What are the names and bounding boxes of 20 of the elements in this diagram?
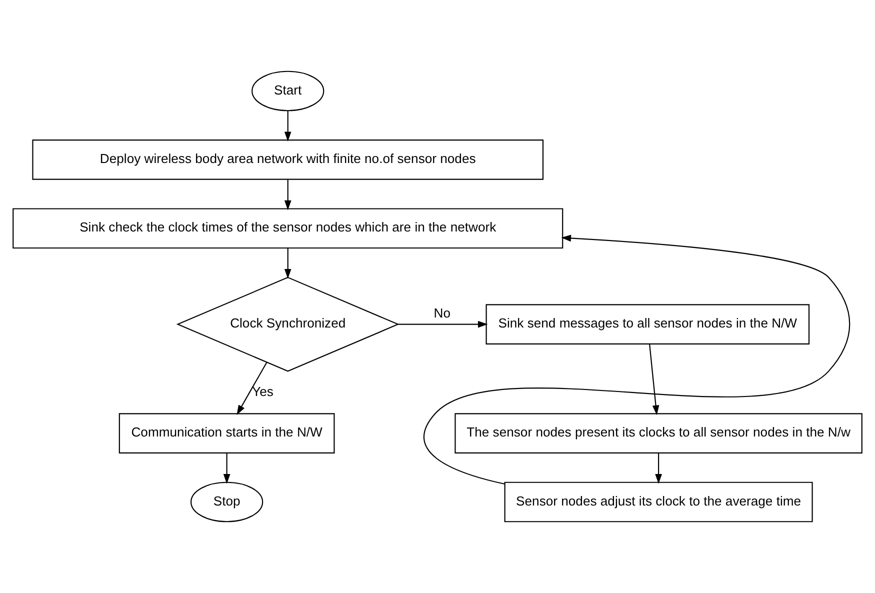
arrow xyxy=(284,180,292,210)
node-box: Sensor nodes adjust its clock to the average time xyxy=(504,482,813,522)
arrow xyxy=(655,453,662,484)
node-box: Communication starts in the N/W xyxy=(118,413,335,454)
arrow xyxy=(424,234,850,485)
node-box: Sink send messages to all sensor nodes in the N/W xyxy=(486,304,810,344)
arrow xyxy=(284,110,292,142)
node-box: Sink check the clock times of the sensor nodes which are in the network xyxy=(12,208,564,249)
arrow xyxy=(236,362,268,415)
arrow xyxy=(398,320,488,328)
node-diamond: Clock Synchronized xyxy=(176,276,400,372)
arrow xyxy=(284,248,292,279)
node-ellipse: Start xyxy=(252,70,324,112)
arrow xyxy=(223,453,230,484)
arrow xyxy=(649,344,660,416)
node-box: Deploy wireless body area network with finite no.of sensor nodes xyxy=(32,140,544,180)
edge-label: No xyxy=(434,305,450,320)
node-ellipse: Stop xyxy=(190,482,264,522)
edge-label: Yes xyxy=(252,384,274,399)
node-box: The sensor nodes present its clocks to all sensor nodes in the N/w xyxy=(454,413,862,454)
